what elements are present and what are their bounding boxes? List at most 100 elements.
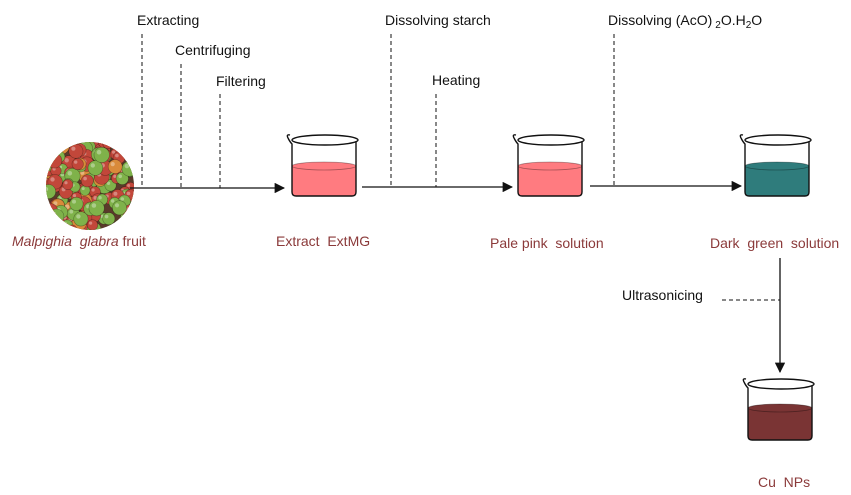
- fruit-berry: [123, 142, 134, 149]
- fruit-highlight: [127, 184, 131, 187]
- caption-fruit-species: Malpighia glabra: [12, 233, 119, 249]
- acetate-sub1: 2: [715, 20, 721, 31]
- fruit-highlight: [96, 149, 102, 155]
- beaker-glass: [287, 137, 357, 197]
- fruit-highlight: [72, 199, 76, 204]
- beaker-liquid-surface: [291, 161, 357, 171]
- beaker-glass: [513, 137, 583, 197]
- fruit-highlight: [68, 226, 72, 230]
- fruit-highlight: [71, 146, 76, 151]
- fruit-highlight: [89, 221, 93, 225]
- beaker-rim: [517, 134, 585, 146]
- beaker-liquid: [518, 166, 582, 196]
- fruit-berry: [62, 179, 74, 191]
- beaker-liquid: [748, 408, 812, 440]
- fruit-berry: [87, 160, 104, 176]
- fruit-highlight: [114, 203, 120, 208]
- fruit-highlight: [120, 197, 125, 201]
- fruit-berry: [71, 158, 84, 171]
- fruit-berry: [113, 219, 127, 230]
- beaker-spout: [512, 134, 517, 139]
- fruit-berry: [46, 148, 56, 163]
- fruit-berry: [93, 146, 110, 163]
- fruit-highlight: [113, 174, 117, 178]
- fruit-highlight: [50, 177, 55, 182]
- fruit-highlight: [115, 153, 119, 158]
- fruit-highlight: [114, 223, 119, 229]
- fruit-berry: [46, 184, 56, 199]
- fruit-highlight: [118, 174, 122, 179]
- fruit-highlight: [128, 224, 132, 229]
- beaker-liquid-surface: [517, 161, 583, 171]
- fruit-highlight: [46, 206, 50, 211]
- acetate-prefix: Dissolving (AcO): [608, 12, 713, 28]
- fruit-berry: [125, 214, 134, 227]
- fruit-berry: [69, 196, 84, 211]
- fruit-berry: [102, 142, 114, 150]
- fruit-berry: [86, 219, 99, 230]
- fruit-highlight: [67, 171, 73, 176]
- fruit-highlight: [63, 221, 67, 226]
- beaker-liquid-surface: [747, 403, 813, 413]
- fruit-highlight: [81, 187, 85, 191]
- fruit-highlight: [127, 216, 131, 221]
- caption-pale-pink: Pale pink solution: [490, 235, 604, 251]
- caption-fruit-word: fruit: [122, 233, 146, 249]
- beaker-cu-nps-icon: [742, 378, 815, 441]
- beaker-glass: [740, 137, 810, 197]
- caption-cu-nps: Cu NPs: [758, 474, 811, 490]
- fruit-highlight: [56, 224, 61, 229]
- caption-fruit: Malpighia glabra fruit: [12, 233, 146, 249]
- fruit-highlight: [124, 163, 130, 169]
- step-centrifuging: Centrifuging: [175, 42, 251, 58]
- caption-extract: Extract ExtMG: [276, 233, 371, 249]
- fruit-highlight: [112, 150, 116, 154]
- fruit-highlight: [46, 160, 51, 165]
- beaker-liquid: [292, 166, 356, 196]
- step-ultrasonicing: Ultrasonicing: [622, 287, 703, 303]
- beaker-liquid: [745, 166, 809, 196]
- fruit-highlight: [58, 196, 62, 200]
- fruit-highlight: [49, 151, 53, 155]
- fruit-highlight: [126, 138, 130, 142]
- fruit-berry: [107, 159, 123, 174]
- fruit-berry: [48, 208, 65, 225]
- fruit-berry: [126, 142, 134, 149]
- fruit-highlight: [106, 181, 111, 185]
- fruit-highlight: [46, 223, 47, 228]
- fruit-highlight: [113, 191, 118, 196]
- fruit-highlight: [98, 196, 102, 200]
- fruit-highlight: [56, 142, 62, 146]
- acetate-end: O: [751, 12, 763, 28]
- fruit-highlight: [83, 176, 87, 181]
- fruit-highlight: [110, 162, 115, 167]
- fruit-highlight: [56, 137, 61, 142]
- beaker-spout: [286, 134, 291, 139]
- step-filtering: Filtering: [216, 73, 266, 89]
- beaker-pale-pink-icon: [512, 134, 585, 197]
- step-extracting: Extracting: [137, 12, 200, 28]
- fruit-berry: [73, 211, 89, 227]
- fruit-highlight: [53, 142, 58, 143]
- beaker-spout: [739, 134, 744, 139]
- beaker-spout: [742, 378, 747, 383]
- fruit-highlight: [64, 158, 69, 163]
- fruit-berry: [117, 218, 131, 230]
- fruit-highlight: [49, 155, 55, 161]
- fruit-highlight: [46, 187, 49, 192]
- fruit-berry: [55, 142, 67, 151]
- fruit-berry: [50, 142, 66, 151]
- fruit-highlight: [64, 181, 68, 185]
- fruit-pile-icon: [46, 137, 134, 230]
- fruit-highlight: [90, 163, 96, 168]
- fruit-highlight: [72, 194, 77, 198]
- fruit-highlight: [74, 160, 78, 164]
- beaker-dark-green-icon: [739, 134, 812, 197]
- fruit-highlight: [120, 221, 124, 226]
- step-heating: Heating: [432, 72, 481, 88]
- fruit-highlight: [128, 142, 132, 143]
- fruit-berry: [115, 171, 129, 185]
- beaker-extract-icon: [286, 134, 359, 197]
- fruit-highlight: [57, 142, 61, 146]
